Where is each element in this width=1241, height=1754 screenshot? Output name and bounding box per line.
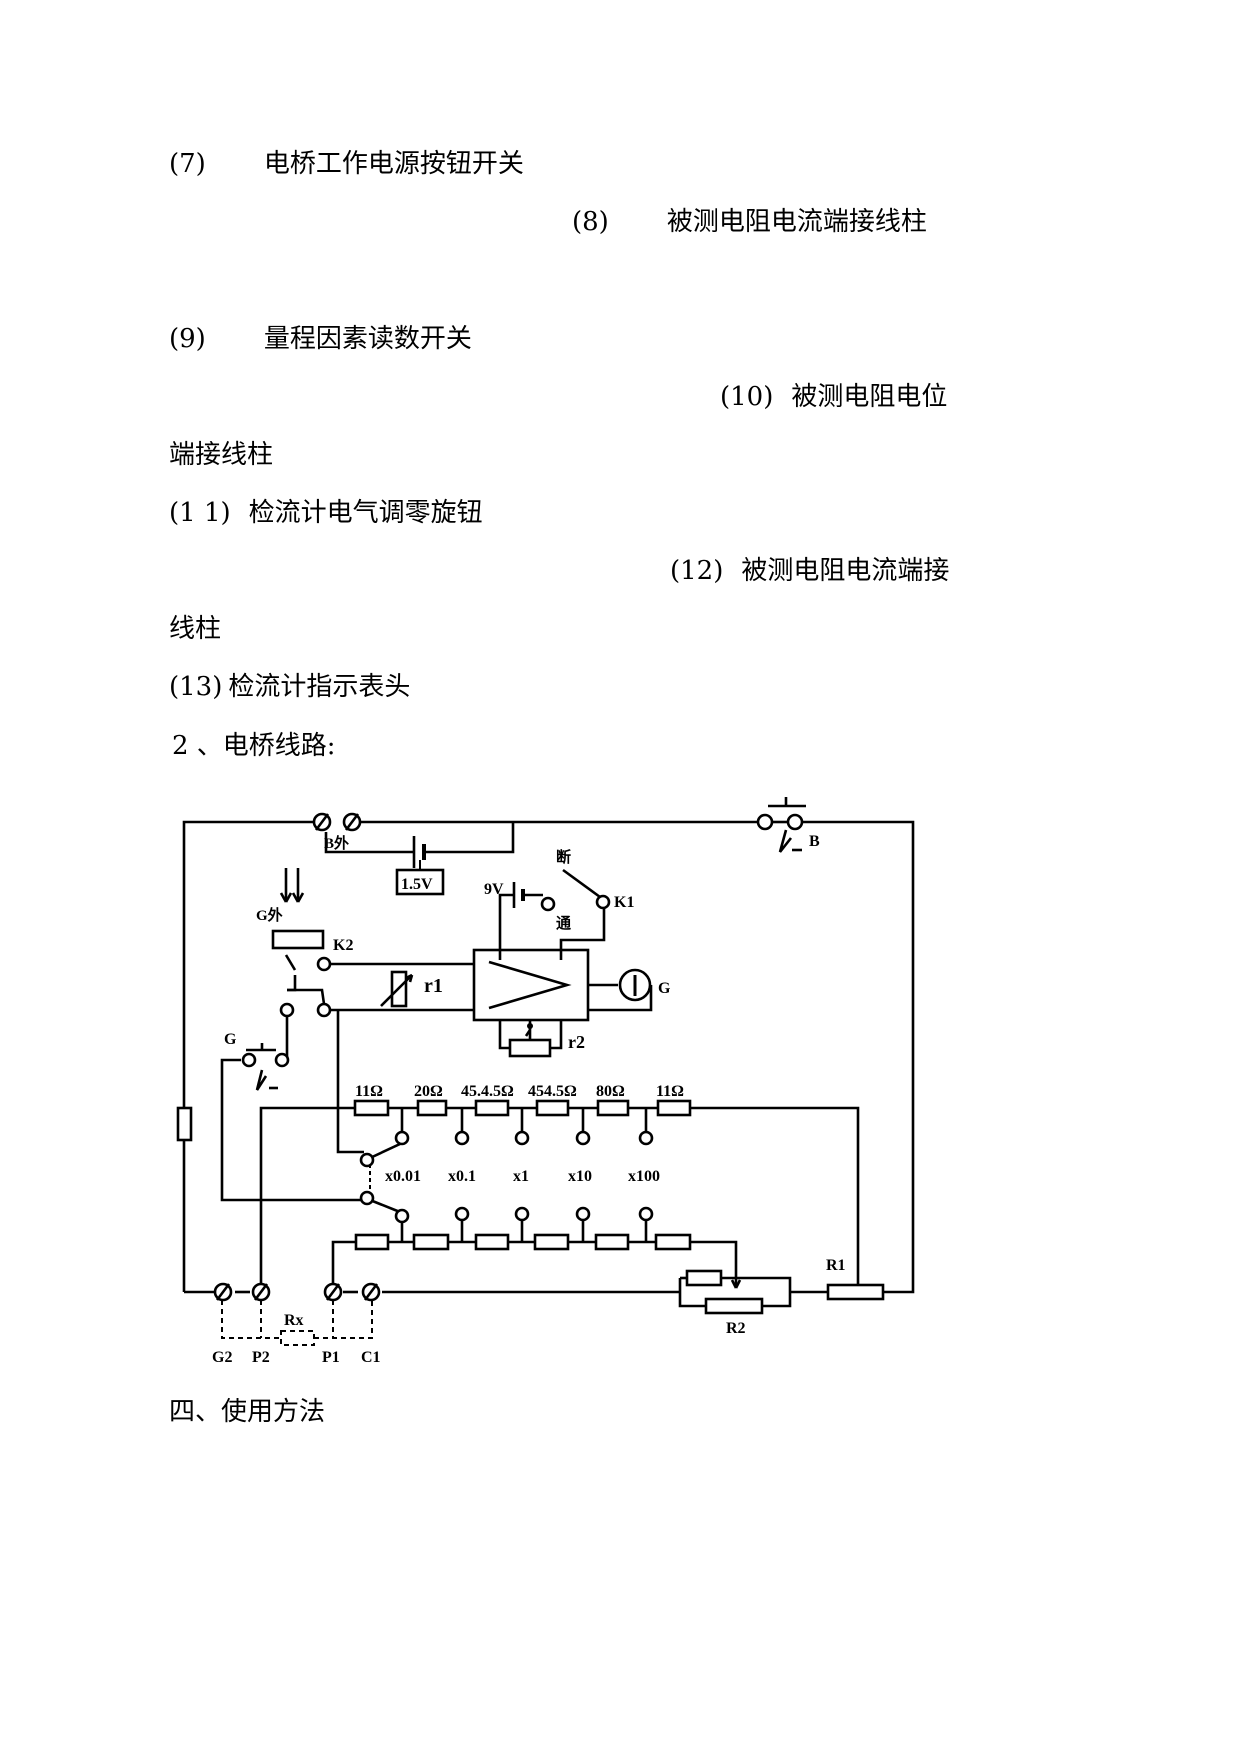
- item-text: 被测电阻电流端接线柱: [666, 207, 927, 237]
- item-text: 电桥工作电源按钮开关: [263, 149, 524, 179]
- label-big-r1: R1: [826, 1257, 846, 1274]
- range-label: x10: [568, 1168, 592, 1185]
- resistor-label: 45.4.5Ω: [461, 1083, 514, 1100]
- label-r1-small: r1: [424, 975, 443, 997]
- item-text: 被测电阻电位: [791, 382, 948, 412]
- label-g-ext: G外: [256, 906, 283, 924]
- section-usage: 四、使用方法: [169, 1397, 326, 1427]
- item-11: (1 1) 检流计电气调零旋钮: [169, 496, 483, 530]
- item-text: 量程因素读数开关: [263, 324, 472, 354]
- item-number: (7): [169, 149, 206, 179]
- resistor-label: 454.5Ω: [528, 1083, 577, 1100]
- section-bridge-circuit: 2 、电桥线路:: [172, 731, 336, 761]
- item-number: (12): [670, 556, 724, 586]
- label-g-button: G: [224, 1031, 237, 1048]
- label-b: B: [809, 833, 820, 850]
- item-number: (10): [720, 382, 774, 412]
- label-battery-1-5v: 1.5V: [401, 876, 433, 893]
- item-number: (1 1): [169, 498, 231, 528]
- item-number: (8): [572, 207, 609, 237]
- range-label: x100: [628, 1168, 660, 1185]
- label-9v: 9V: [484, 881, 504, 898]
- item-text: 检流计电气调零旋钮: [248, 498, 483, 528]
- resistor-label: 80Ω: [596, 1083, 625, 1100]
- item-text: 检流计指示表头: [228, 672, 411, 702]
- item-number: (9): [169, 324, 206, 354]
- resistor-label: 20Ω: [414, 1083, 443, 1100]
- label-c1: C1: [361, 1349, 381, 1366]
- item-number: (13): [169, 672, 223, 702]
- item-13: (13)检流计指示表头: [169, 670, 410, 704]
- resistor-label: 11Ω: [656, 1083, 684, 1100]
- label-p1: P1: [322, 1349, 340, 1366]
- label-k1: K1: [614, 894, 634, 911]
- item-7: (7) 电桥工作电源按钮开关: [169, 147, 524, 181]
- label-g2: G2: [212, 1349, 232, 1366]
- item-12-continuation: 线柱: [169, 614, 222, 644]
- label-on: 通: [556, 915, 571, 932]
- label-galvanometer-g: G: [658, 980, 671, 997]
- item-text: 被测电阻电流端接: [741, 556, 950, 586]
- label-r2-small: r2: [568, 1032, 585, 1052]
- item-10: (10) 被测电阻电位: [720, 380, 947, 414]
- label-p2: P2: [252, 1349, 270, 1366]
- label-b-ext: B外: [324, 834, 349, 852]
- item-8: (8) 被测电阻电流端接线柱: [572, 205, 927, 239]
- label-off: 断: [556, 848, 571, 866]
- item-10-continuation: 端接线柱: [169, 440, 274, 470]
- range-label: x0.01: [385, 1168, 421, 1185]
- item-12: (12) 被测电阻电流端接: [670, 554, 949, 588]
- range-label: x0.1: [448, 1168, 476, 1185]
- label-k2: K2: [333, 937, 353, 954]
- range-label: x1: [513, 1168, 529, 1185]
- resistor-label: 11Ω: [355, 1083, 383, 1100]
- label-big-r2: R2: [726, 1320, 746, 1337]
- label-rx: Rx: [284, 1312, 304, 1329]
- item-9: (9) 量程因素读数开关: [169, 322, 472, 356]
